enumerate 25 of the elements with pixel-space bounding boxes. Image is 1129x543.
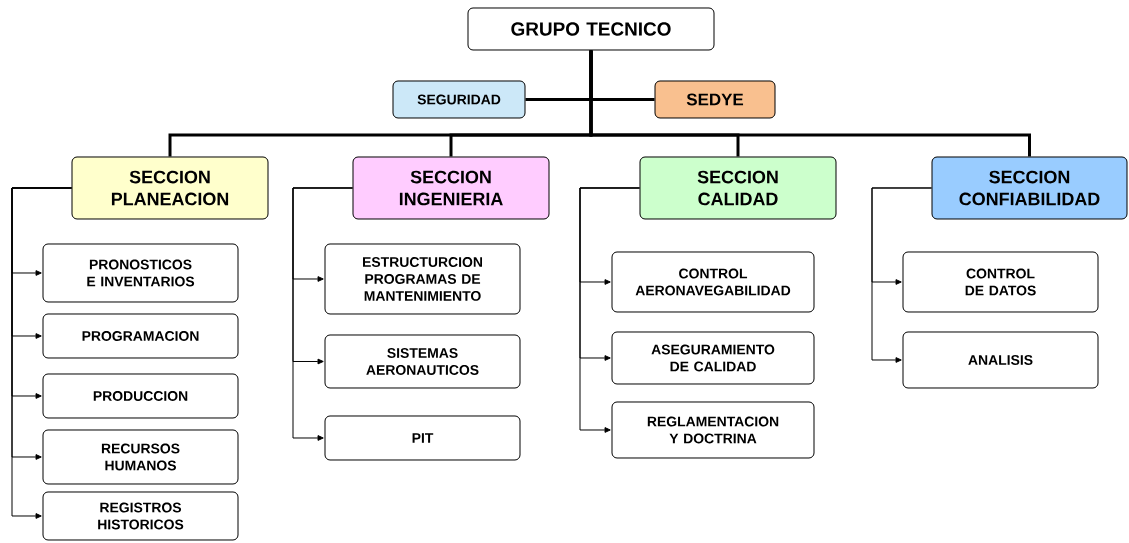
task-box: REGISTROS HISTORICOS [42, 491, 239, 541]
task-box: PIT [324, 415, 521, 461]
connector [589, 50, 1031, 157]
unit-box: SEDYE [654, 80, 776, 119]
connector [871, 187, 932, 363]
task-box: CONTROL AERONAVEGABILIDAD [611, 251, 815, 313]
connector [579, 187, 640, 433]
section-box: SECCION INGENIERIA [352, 156, 550, 220]
section-box: SECCION CONFIABILIDAD [931, 156, 1128, 220]
task-box: PRONOSTICOS E INVENTARIOS [42, 243, 239, 303]
task-box: PROGRAMACION [42, 313, 239, 359]
task-box: ESTRUCTURCION PROGRAMAS DE MANTENIMIENTO [324, 243, 521, 315]
connector [292, 187, 353, 441]
task-box: CONTROL DE DATOS [902, 251, 1099, 313]
task-box: REGLAMENTACION Y DOCTRINA [611, 401, 815, 459]
title-box: GRUPO TECNICO [467, 7, 715, 51]
task-box: ASEGURAMIENTO DE CALIDAD [611, 331, 815, 385]
task-box: RECURSOS HUMANOS [42, 429, 239, 485]
task-box: ANALISIS [902, 331, 1099, 389]
unit-box: SEGURIDAD [392, 80, 526, 119]
connector [11, 187, 72, 519]
section-box: SECCION CALIDAD [639, 156, 837, 220]
task-box: PRODUCCION [42, 373, 239, 419]
task-box: SISTEMAS AERONAUTICOS [324, 334, 521, 389]
section-box: SECCION PLANEACION [71, 156, 269, 220]
